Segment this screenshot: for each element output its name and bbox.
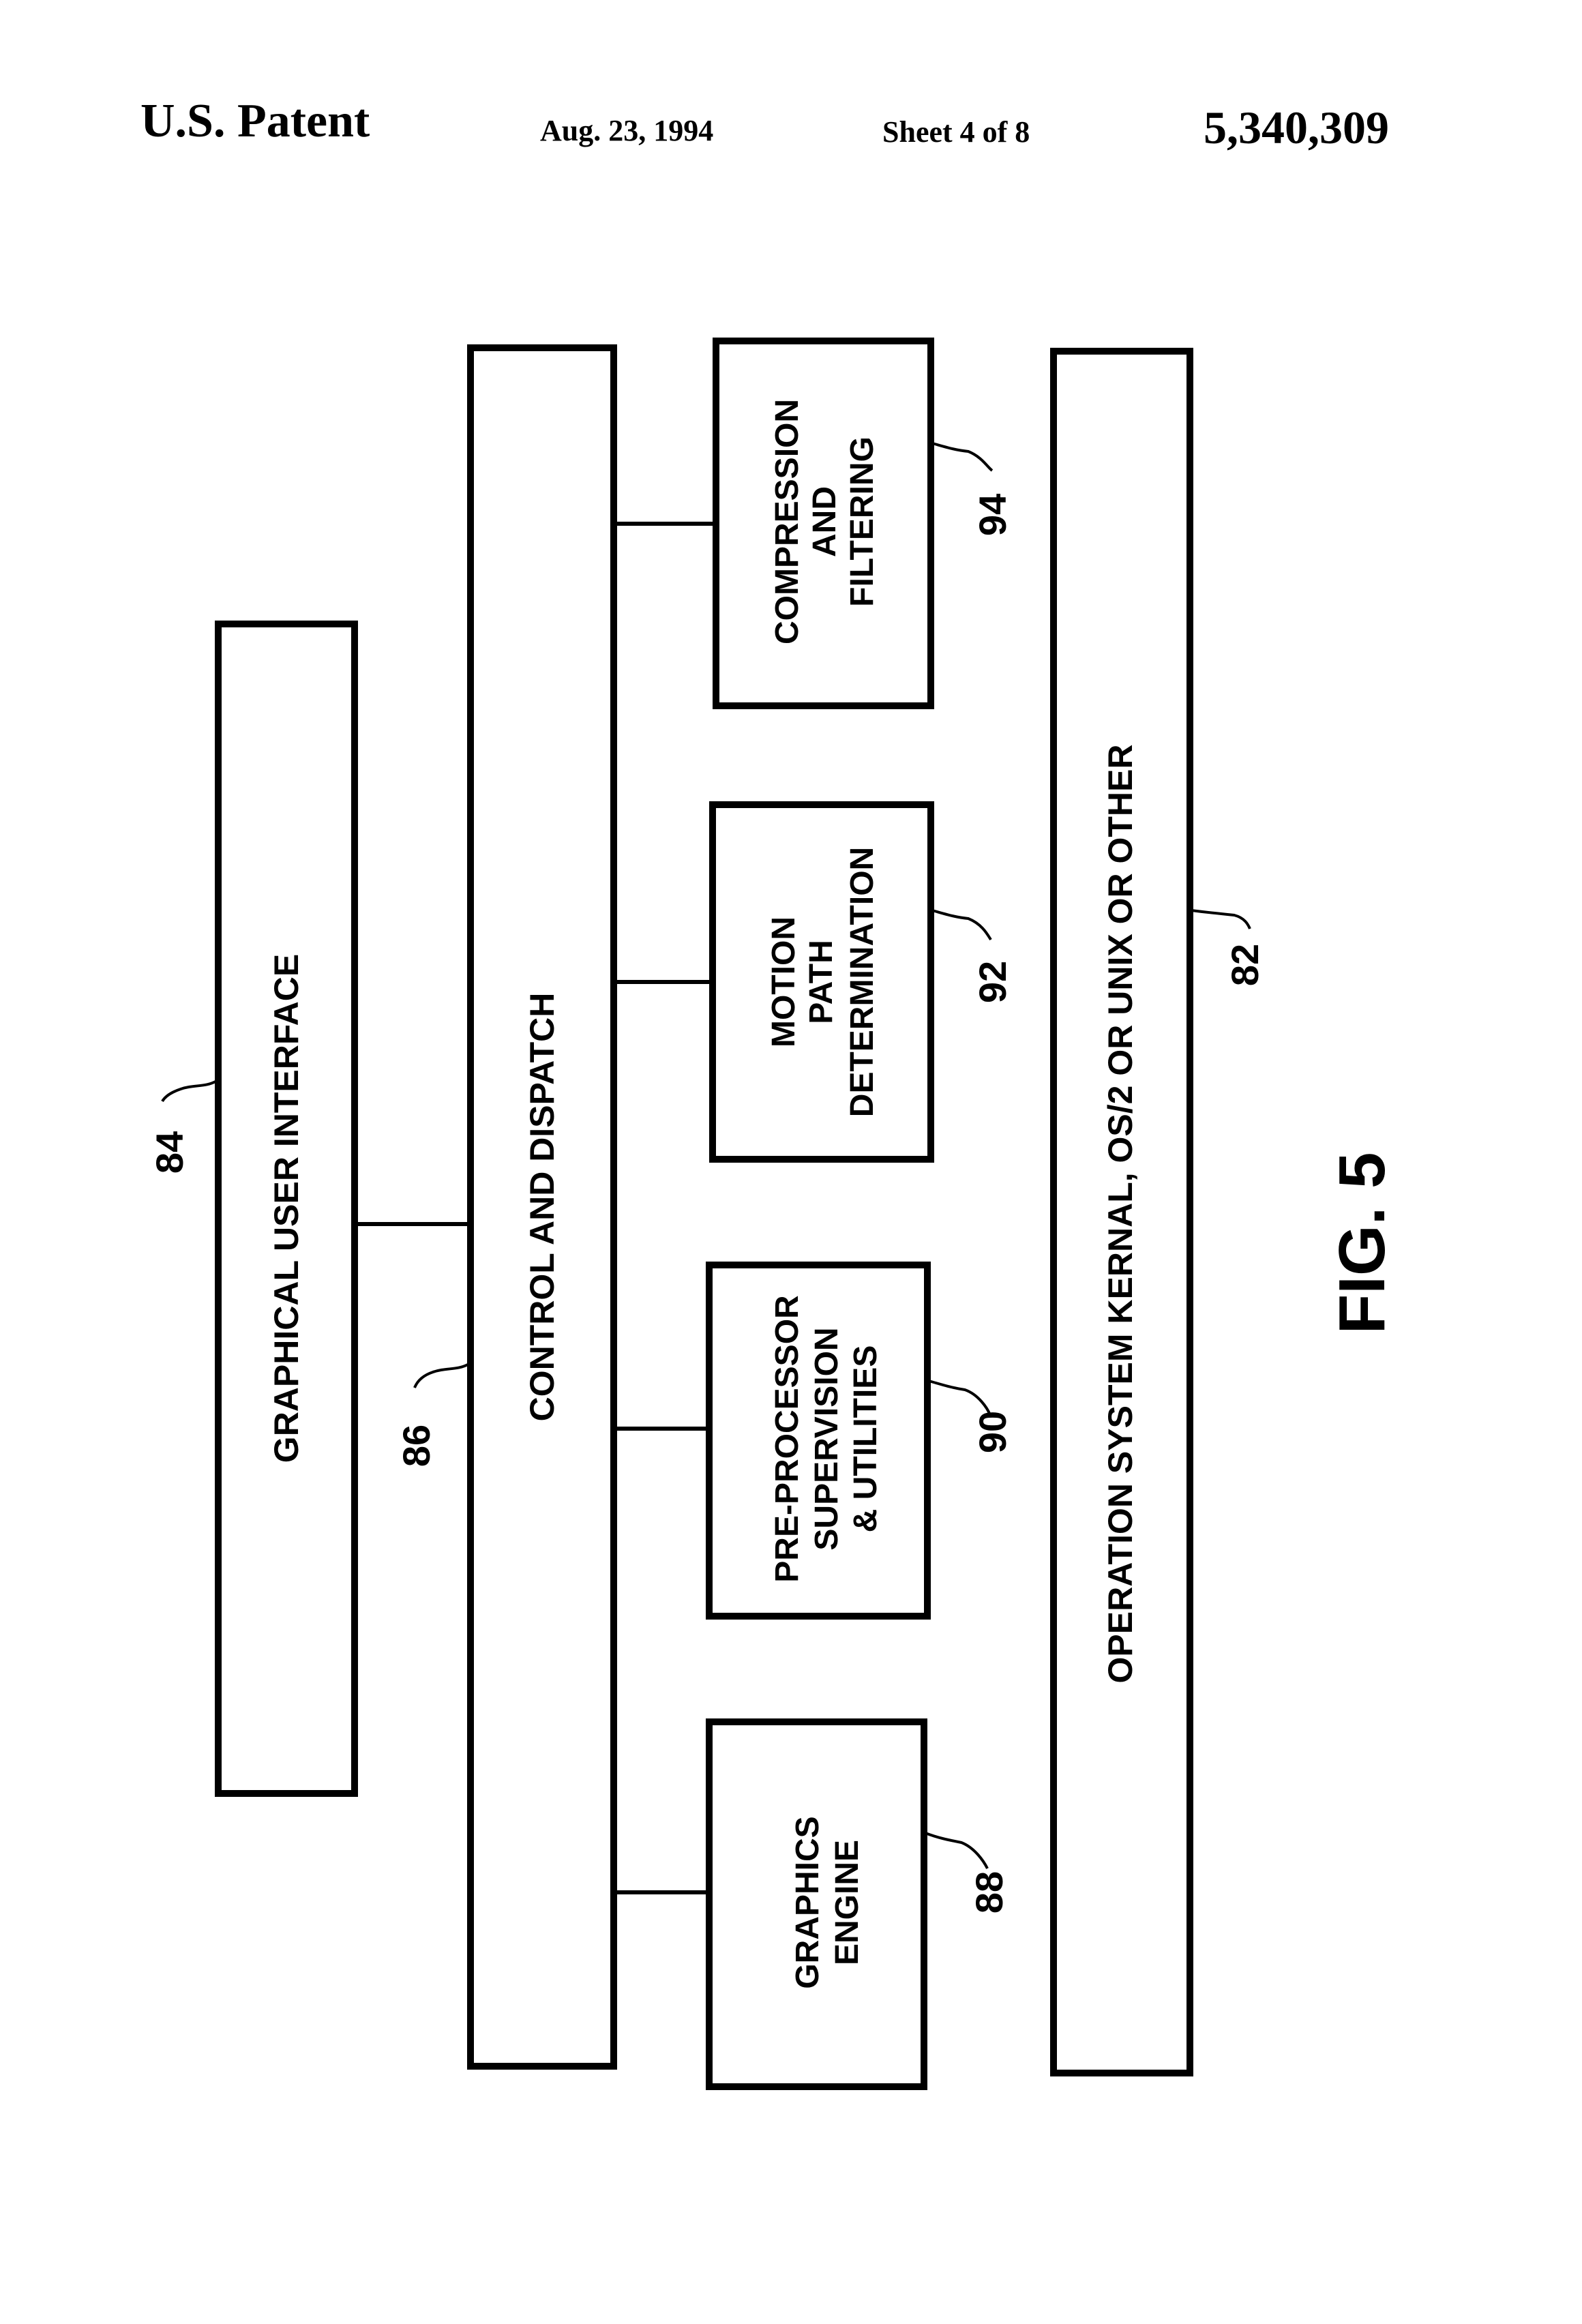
ref-90: 90 bbox=[971, 1411, 1014, 1453]
ref-84: 84 bbox=[148, 1131, 191, 1174]
motion-label-line1: MOTION bbox=[766, 917, 802, 1047]
block-preprocessor: PRE-PROCESSOR SUPERVISION & UTILITIES 90 bbox=[709, 1265, 1014, 1616]
block-graphics: GRAPHICS ENGINE 88 bbox=[709, 1722, 1011, 2087]
leader-82 bbox=[1191, 910, 1250, 929]
ref-82: 82 bbox=[1223, 944, 1266, 986]
gui-label: GRAPHICAL USER INTERFACE bbox=[267, 954, 305, 1463]
ref-92: 92 bbox=[971, 961, 1014, 1003]
block-motion: MOTION PATH DETERMINATION 92 bbox=[713, 805, 1014, 1159]
leader-84 bbox=[162, 1081, 217, 1101]
graphics-label-line1: GRAPHICS bbox=[790, 1816, 826, 1988]
ref-86: 86 bbox=[395, 1425, 438, 1467]
leader-90 bbox=[929, 1381, 990, 1415]
block-control: CONTROL AND DISPATCH 86 bbox=[395, 348, 614, 2066]
compression-label-line1: COMPRESSION bbox=[769, 399, 805, 644]
preprocessor-label-line2: SUPERVISION bbox=[809, 1327, 845, 1550]
leader-88 bbox=[925, 1833, 987, 1868]
leader-94 bbox=[932, 443, 992, 471]
preprocessor-label-line3: & UTILITIES bbox=[848, 1345, 884, 1533]
figure-label: FIG. 5 bbox=[1326, 1152, 1399, 1335]
graphics-label-line2: ENGINE bbox=[829, 1840, 865, 1965]
control-label: CONTROL AND DISPATCH bbox=[523, 993, 561, 1422]
ref-94: 94 bbox=[971, 494, 1014, 536]
block-compression: COMPRESSION AND FILTERING 94 bbox=[716, 341, 1014, 706]
compression-label-line2: AND bbox=[807, 486, 843, 557]
ref-88: 88 bbox=[968, 1871, 1011, 1913]
compression-label-line3: FILTERING bbox=[844, 436, 880, 607]
block-os: OPERATION SYSTEM KERNAL, OS/2 OR UNIX OR… bbox=[1054, 351, 1266, 2073]
motion-label-line2: PATH bbox=[803, 940, 839, 1024]
block-gui: GRAPHICAL USER INTERFACE 84 bbox=[148, 624, 355, 1793]
motion-label-line3: DETERMINATION bbox=[844, 847, 880, 1117]
os-label: OPERATION SYSTEM KERNAL, OS/2 OR UNIX OR… bbox=[1101, 745, 1139, 1684]
preprocessor-label-line1: PRE-PROCESSOR bbox=[769, 1295, 805, 1582]
leader-86 bbox=[415, 1364, 469, 1388]
leader-92 bbox=[932, 910, 991, 940]
